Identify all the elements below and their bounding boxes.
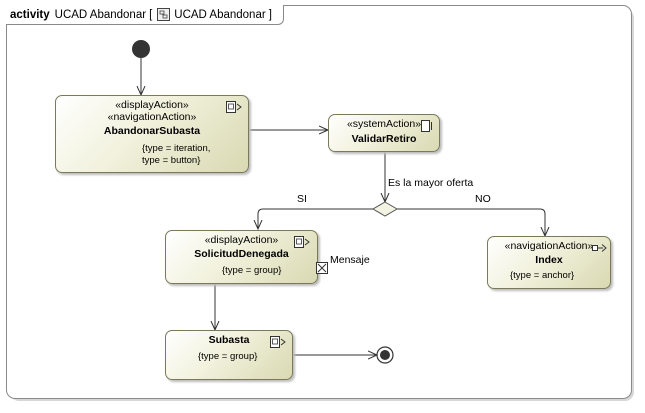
stereotype-display: «displayAction» bbox=[115, 99, 189, 111]
action-name: Subasta bbox=[208, 334, 250, 346]
diagram-frame bbox=[6, 5, 632, 399]
open-bracket: [ bbox=[149, 8, 153, 21]
tag-value-2: type = button} bbox=[142, 155, 201, 166]
system-action-icon bbox=[421, 120, 432, 132]
branch-label-si: SI bbox=[297, 193, 307, 205]
frame-kind: activity bbox=[10, 8, 50, 21]
action-solicitud-denegada[interactable]: «displayAction» SolicitudDenegada {type … bbox=[165, 230, 318, 284]
branch-label-no: NO bbox=[475, 193, 491, 205]
close-bracket: ] bbox=[268, 8, 272, 21]
tag-value: {type = group} bbox=[222, 265, 282, 276]
action-name: Index bbox=[535, 254, 563, 266]
action-validar-retiro[interactable]: «systemAction» ValidarRetiro bbox=[328, 114, 440, 152]
output-pin-icon[interactable] bbox=[316, 262, 329, 275]
activity-icon bbox=[157, 8, 171, 21]
tag-value: {type = group} bbox=[198, 351, 258, 362]
action-name: ValidarRetiro bbox=[351, 133, 417, 145]
stereotype-system: «systemAction» bbox=[346, 118, 422, 130]
pin-label-mensaje: Mensaje bbox=[330, 254, 370, 266]
display-action-icon bbox=[270, 336, 286, 348]
edge-decision-si bbox=[258, 208, 373, 229]
display-action-icon bbox=[226, 101, 242, 113]
frame-title: UCAD Abandonar bbox=[54, 8, 147, 21]
final-node-inner bbox=[380, 350, 390, 360]
frame-header: activity UCAD Abandonar [ UCAD Abandonar… bbox=[6, 5, 284, 25]
action-name: AbandonarSubasta bbox=[103, 125, 201, 137]
action-index[interactable]: «navigationAction» Index {type = anchor} bbox=[487, 236, 611, 289]
tag-value-1: {type = iteration, bbox=[142, 143, 211, 154]
initial-node bbox=[132, 40, 150, 58]
guard-label: Es la mayor oferta bbox=[388, 177, 474, 189]
decision-node bbox=[372, 201, 398, 217]
action-name: SolicitudDenegada bbox=[194, 248, 289, 260]
tag-value: {type = anchor} bbox=[510, 270, 575, 281]
action-subasta[interactable]: Subasta {type = group} bbox=[165, 330, 293, 380]
stereotype-navigation: «navigationAction» bbox=[504, 240, 594, 252]
display-action-icon bbox=[294, 236, 310, 248]
edge-decision-no bbox=[397, 208, 545, 236]
stereotype-navigation: «navigationAction» bbox=[107, 111, 197, 123]
navigation-action-icon bbox=[592, 244, 607, 252]
frame-ref-title: UCAD Abandonar bbox=[174, 8, 266, 21]
action-abandonar-subasta[interactable]: «displayAction» «navigationAction» Aband… bbox=[55, 95, 249, 173]
stereotype-display: «displayAction» bbox=[204, 234, 279, 246]
